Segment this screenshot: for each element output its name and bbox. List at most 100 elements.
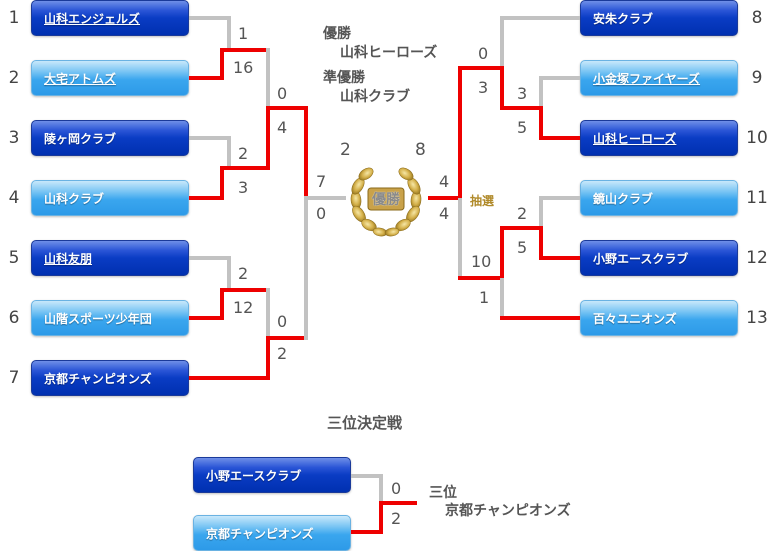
- bracket-line-loser: [227, 136, 231, 170]
- team-button-yamashina-sports-youth[interactable]: 山階スポーツ少年団: [31, 300, 189, 336]
- score: 7: [316, 172, 327, 191]
- score: 3: [478, 78, 489, 97]
- team-button-yamashina-yuho[interactable]: 山科友朋: [31, 240, 189, 276]
- team-link[interactable]: 山科友朋: [44, 251, 93, 266]
- team-button-yamashina-heroes[interactable]: 山科ヒーローズ: [580, 120, 738, 156]
- score: 0: [478, 44, 489, 63]
- team-label: 小野エースクラブ: [593, 251, 689, 266]
- bracket-line-loser: [227, 16, 231, 52]
- team-button-anshu-club[interactable]: 安朱クラブ: [580, 0, 738, 36]
- team-button-ono-ace-club[interactable]: 小野エースクラブ: [580, 240, 738, 276]
- bracket-line-winner: [220, 166, 270, 170]
- bracket-line-winner: [189, 376, 270, 380]
- runner-up-label: 準優勝: [323, 70, 365, 86]
- team-label: 山科クラブ: [44, 191, 105, 206]
- bracket-line-winner: [458, 66, 504, 70]
- bracket-line-winner: [539, 226, 543, 260]
- team-label: 百々ユニオンズ: [593, 311, 677, 326]
- bracket-line-winner: [458, 66, 462, 200]
- bracket-line-loser: [266, 48, 270, 110]
- team-button-kagamiyama-club[interactable]: 鏡山クラブ: [580, 180, 738, 216]
- score: 2: [277, 344, 288, 363]
- team-label: 京都チャンピオンズ: [44, 371, 152, 386]
- team-button-dodo-unions[interactable]: 百々ユニオンズ: [580, 300, 738, 336]
- team-label: 鏡山クラブ: [593, 191, 654, 206]
- score: 1: [238, 24, 249, 43]
- team-link[interactable]: 大宅アトムズ: [44, 71, 117, 86]
- bracket-line-winner: [266, 336, 270, 380]
- score: 2: [391, 509, 402, 528]
- bracket-line-winner: [304, 106, 308, 200]
- bracket-line-winner: [539, 106, 543, 140]
- lottery-label: 抽選: [470, 194, 495, 208]
- score: 0: [316, 204, 327, 223]
- bracket-line-winner: [220, 48, 224, 80]
- seed-number: 2: [8, 68, 20, 88]
- bracket-line-winner: [458, 276, 504, 280]
- third-place-team-ono-ace-club[interactable]: 小野エースクラブ: [193, 457, 351, 493]
- score: 3: [517, 84, 528, 103]
- team-button-yamashina-club[interactable]: 山科クラブ: [31, 180, 189, 216]
- bracket-line-loser: [351, 474, 383, 478]
- score: 5: [517, 118, 528, 137]
- score: 12: [233, 298, 254, 317]
- score: 2: [238, 264, 249, 283]
- team-label: 山階スポーツ少年団: [44, 311, 152, 326]
- score: 0: [391, 479, 402, 498]
- seed-number: 12: [746, 248, 768, 268]
- bracket-line-winner: [266, 106, 270, 170]
- bracket-line-winner: [266, 106, 308, 110]
- bracket-line-winner: [500, 226, 504, 280]
- seed-number: 11: [746, 188, 768, 208]
- bracket-line-loser: [539, 196, 580, 200]
- bracket-line-winner: [500, 66, 504, 110]
- third-place-team-kyoto-champions[interactable]: 京都チャンピオンズ: [193, 515, 351, 551]
- team-button-kyoto-champions[interactable]: 京都チャンピオンズ: [31, 360, 189, 396]
- team-link[interactable]: 山科エンジェルズ: [44, 11, 141, 26]
- team-label: 陵ヶ岡クラブ: [44, 131, 117, 146]
- trophy-label: 優勝: [372, 192, 400, 208]
- score: 0: [277, 84, 288, 103]
- score: 4: [277, 118, 288, 137]
- champion-name: 山科ヒーローズ: [340, 45, 438, 61]
- bracket-line-loser: [379, 474, 383, 504]
- bracket-line-loser: [539, 76, 580, 80]
- bracket-line-loser: [500, 278, 504, 320]
- team-link[interactable]: 小金塚ファイヤーズ: [593, 71, 701, 86]
- seed-number: 8: [751, 8, 763, 28]
- team-link[interactable]: 山科ヒーローズ: [593, 131, 677, 146]
- bracket-line-winner: [189, 316, 224, 320]
- seed-number: 4: [8, 188, 20, 208]
- team-button-yamashina-angels[interactable]: 山科エンジェルズ: [31, 0, 189, 36]
- final-score-right: 8: [415, 140, 426, 160]
- bracket-line-loser: [189, 256, 231, 260]
- score: 16: [233, 58, 254, 77]
- bracket-line-winner: [539, 136, 580, 140]
- bracket-line-loser: [500, 16, 580, 20]
- team-button-misasagioka-club[interactable]: 陵ヶ岡クラブ: [31, 120, 189, 156]
- score: 2: [238, 144, 249, 163]
- score: 4: [439, 172, 450, 191]
- score: 10: [471, 252, 492, 271]
- bracket-line-winner: [220, 166, 224, 200]
- final-score-left: 2: [340, 140, 351, 160]
- team-button-oyake-atoms[interactable]: 大宅アトムズ: [31, 60, 189, 96]
- team-label: 安朱クラブ: [593, 11, 654, 26]
- bracket-line-winner: [189, 196, 224, 200]
- bracket-line-winner: [500, 106, 543, 110]
- bracket-line-loser: [227, 256, 231, 292]
- bracket-line-loser: [500, 16, 504, 70]
- seed-number: 10: [746, 128, 768, 148]
- bracket-line-winner: [500, 316, 580, 320]
- bracket-line-loser: [539, 196, 543, 228]
- bracket-line-loser: [458, 198, 462, 280]
- score: 5: [517, 238, 528, 257]
- third-place-label: 三位: [429, 485, 457, 501]
- team-button-koganezuka-fires[interactable]: 小金塚ファイヤーズ: [580, 60, 738, 96]
- third-place-name: 京都チャンピオンズ: [445, 503, 571, 519]
- seed-number: 6: [8, 308, 20, 328]
- bracket-line-loser: [189, 16, 231, 20]
- bracket-line-winner: [428, 196, 462, 200]
- third-place-title: 三位決定戦: [327, 414, 403, 432]
- bracket-line-winner: [266, 336, 308, 340]
